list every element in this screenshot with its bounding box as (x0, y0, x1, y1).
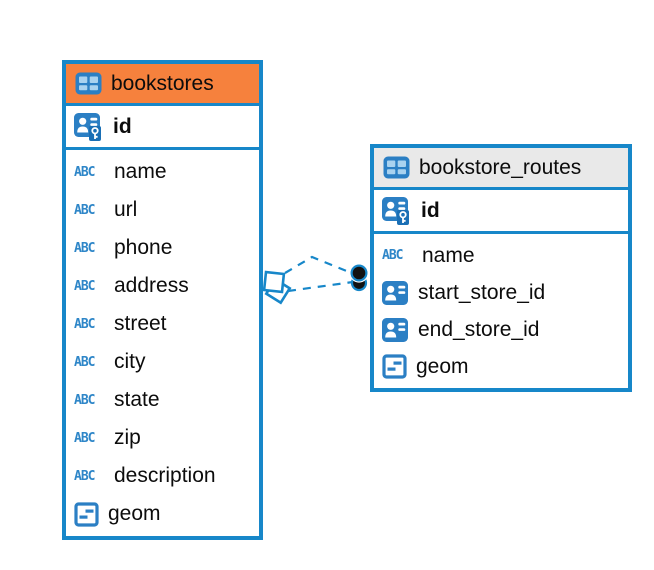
relationship-diamond-marker[interactable] (262, 270, 292, 305)
text-column-icon: ABC (74, 164, 95, 180)
column-row-pk[interactable]: id (374, 190, 628, 234)
column-name: id (421, 198, 440, 222)
column-name: zip (114, 426, 141, 449)
column-row[interactable]: ABC url (66, 191, 259, 229)
column-name: address (114, 274, 189, 297)
table-header-bookstores[interactable]: bookstores (66, 64, 259, 106)
geometry-column-icon (74, 501, 99, 527)
column-row[interactable]: ABC address (66, 267, 259, 305)
reference-column-icon (382, 280, 409, 305)
table-icon (75, 72, 102, 95)
table-bookstore-routes[interactable]: bookstore_routes id ABC name (370, 144, 632, 392)
text-column-icon: ABC (74, 354, 95, 370)
column-row[interactable]: ABC zip (66, 419, 259, 457)
column-list: ABC name ABC url ABC phone ABC address A… (66, 150, 259, 536)
column-name: description (114, 464, 216, 487)
relationship-line[interactable] (287, 280, 354, 293)
text-column-icon: ABC (74, 316, 95, 332)
text-column-icon: ABC (74, 392, 95, 408)
column-name: name (114, 160, 167, 183)
table-icon (383, 156, 410, 179)
column-row[interactable]: ABC description (66, 457, 259, 495)
text-column-icon: ABC (74, 468, 95, 484)
text-column-icon: ABC (74, 202, 95, 218)
column-row[interactable]: ABC street (66, 305, 259, 343)
column-name: name (422, 243, 475, 267)
text-column-icon: ABC (74, 430, 95, 446)
column-row[interactable]: geom (374, 348, 628, 385)
column-name: id (113, 114, 132, 138)
column-name: street (114, 312, 167, 335)
text-column-icon: ABC (382, 248, 403, 263)
table-bookstores[interactable]: bookstores id ABC name (62, 60, 263, 540)
column-name: geom (108, 502, 161, 525)
column-row[interactable]: end_store_id (374, 311, 628, 348)
column-row[interactable]: ABC name (374, 237, 628, 274)
column-name: state (114, 388, 160, 411)
table-title: bookstore_routes (419, 155, 582, 179)
column-name: end_store_id (418, 317, 540, 341)
column-row-pk[interactable]: id (66, 106, 259, 150)
table-header-bookstore-routes[interactable]: bookstore_routes (374, 148, 628, 190)
primary-key-icon (382, 196, 412, 225)
text-column-icon: ABC (74, 240, 95, 256)
column-row[interactable]: ABC state (66, 381, 259, 419)
column-name: phone (114, 236, 173, 259)
column-name: city (114, 350, 146, 373)
relationship-line[interactable] (284, 255, 355, 276)
text-column-icon: ABC (74, 278, 95, 294)
reference-column-icon (382, 317, 409, 342)
table-title: bookstores (111, 71, 214, 95)
column-name: geom (416, 354, 469, 378)
column-list: ABC name start_store_id (374, 234, 628, 388)
relationship-circle-marker[interactable] (349, 263, 369, 292)
column-row[interactable]: geom (66, 495, 259, 533)
column-name: start_store_id (418, 280, 546, 304)
column-row[interactable]: start_store_id (374, 274, 628, 311)
primary-key-icon (74, 112, 104, 141)
geometry-column-icon (382, 354, 407, 379)
column-name: url (114, 198, 138, 221)
column-row[interactable]: ABC phone (66, 229, 259, 267)
column-row[interactable]: ABC name (66, 153, 259, 191)
column-row[interactable]: ABC city (66, 343, 259, 381)
